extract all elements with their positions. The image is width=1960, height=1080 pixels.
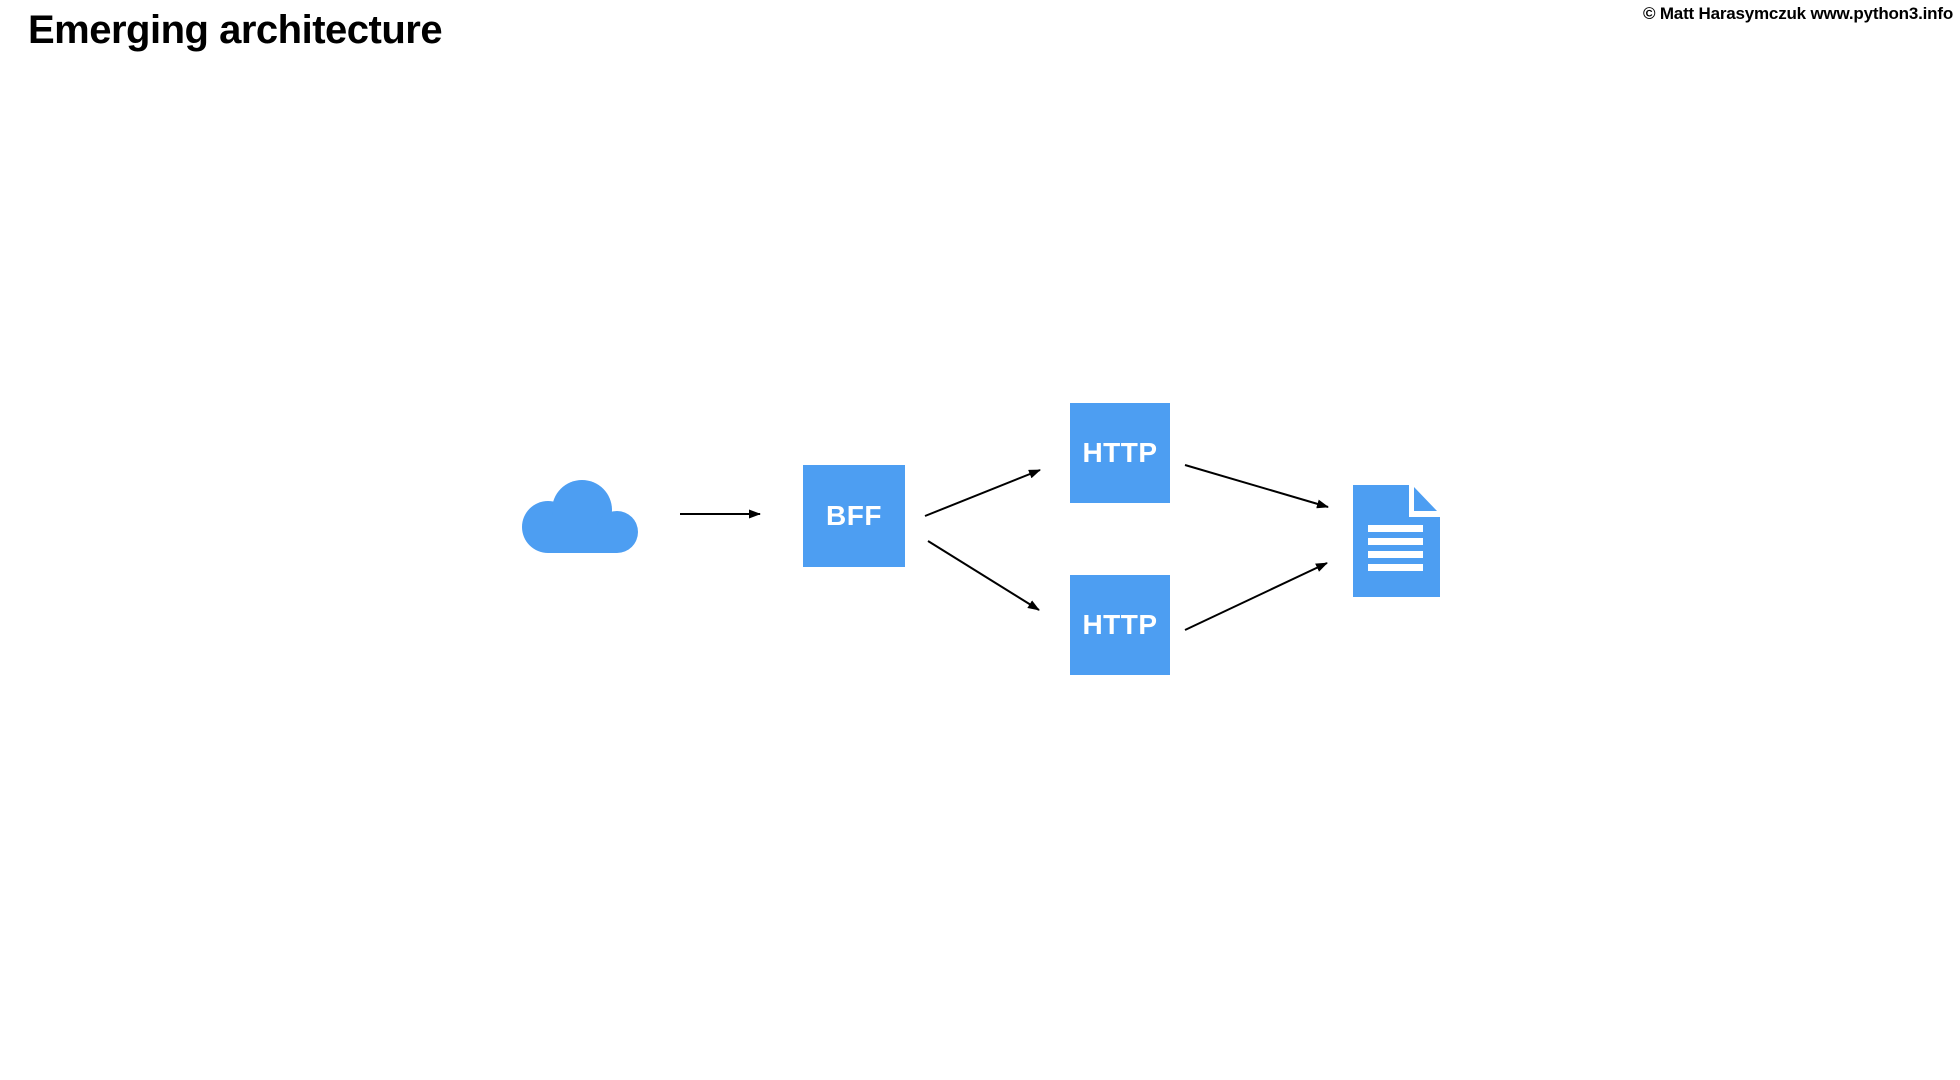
arrow-bff-to-http-bottom xyxy=(927,540,1040,611)
cloud-icon xyxy=(522,480,638,553)
node-bff: BFF xyxy=(803,465,905,567)
document-icon xyxy=(1353,485,1440,597)
arrow-bff-to-http-top xyxy=(924,469,1041,517)
node-http-bottom: HTTP xyxy=(1070,575,1170,675)
node-http-bottom-label: HTTP xyxy=(1082,609,1158,640)
copyright-notice: © Matt Harasymczuk www.python3.info xyxy=(1643,4,1953,23)
node-bff-label: BFF xyxy=(826,500,882,531)
arrow-http-bottom-to-document xyxy=(1184,562,1328,631)
node-http-top-label: HTTP xyxy=(1082,437,1158,468)
node-http-top: HTTP xyxy=(1070,403,1170,503)
slide-title: Emerging architecture xyxy=(28,8,443,52)
arrow-http-top-to-document xyxy=(1184,464,1329,509)
